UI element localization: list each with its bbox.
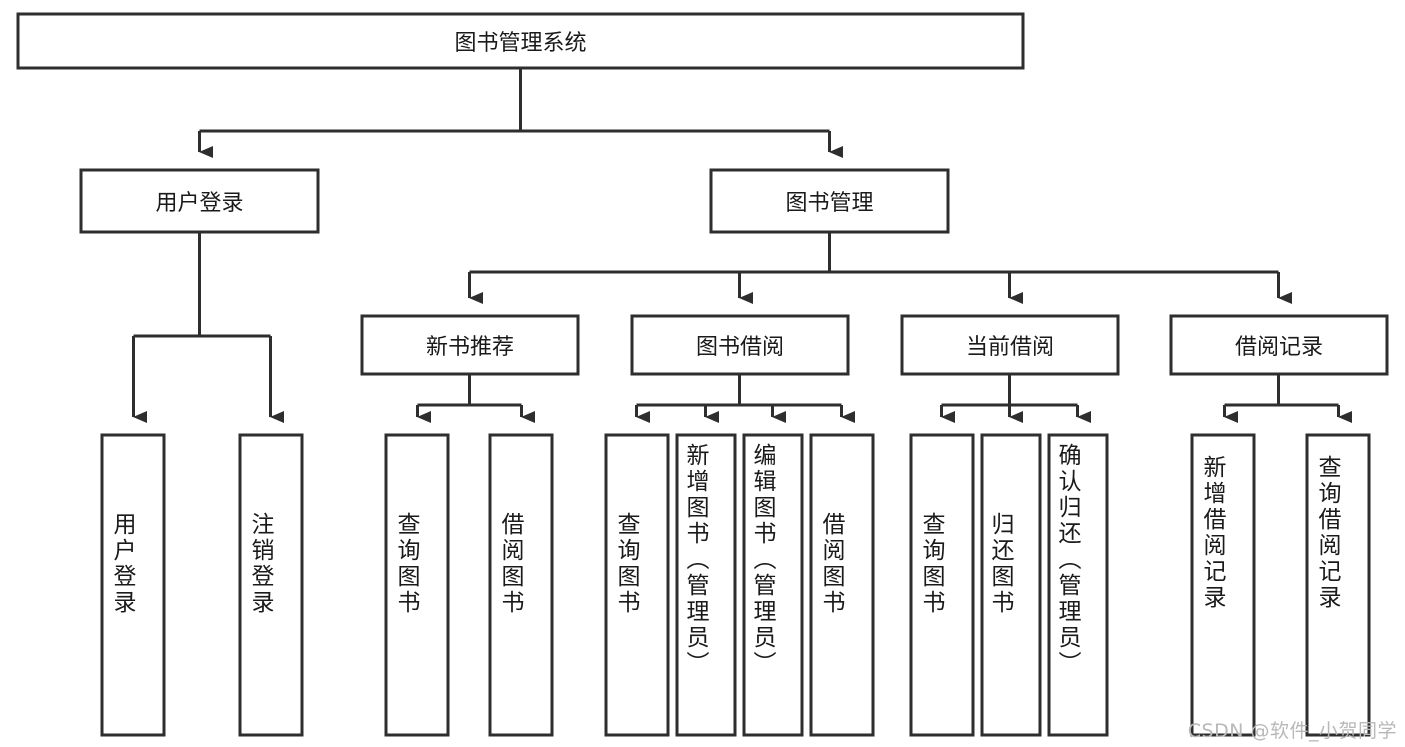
node-box-borrow-record[interactable] xyxy=(1169,314,1389,376)
node-box-leaf-add-book[interactable] xyxy=(675,433,737,737)
node-box-leaf-borrow-book-1[interactable] xyxy=(488,433,554,737)
node-box-layer xyxy=(16,12,1389,737)
node-box-leaf-user-login[interactable] xyxy=(100,433,166,737)
node-box-leaf-confirm-return[interactable] xyxy=(1047,433,1109,737)
node-box-leaf-borrow-book-2[interactable] xyxy=(809,433,875,737)
node-box-book-manage[interactable] xyxy=(709,168,950,234)
node-box-leaf-query-book-1[interactable] xyxy=(384,433,450,737)
node-box-book-borrow[interactable] xyxy=(630,314,850,376)
node-box-root[interactable] xyxy=(16,12,1025,70)
node-box-leaf-query-book-3[interactable] xyxy=(909,433,975,737)
node-box-leaf-add-record[interactable] xyxy=(1190,433,1256,737)
node-box-leaf-edit-book[interactable] xyxy=(742,433,804,737)
node-box-leaf-return-book[interactable] xyxy=(980,433,1042,737)
connector-layer xyxy=(132,68,1352,423)
node-box-leaf-query-record[interactable] xyxy=(1305,433,1371,737)
node-box-leaf-query-book-2[interactable] xyxy=(604,433,670,737)
node-box-current-borrow[interactable] xyxy=(900,314,1120,376)
node-box-leaf-user-logout[interactable] xyxy=(238,433,304,737)
node-box-user-login[interactable] xyxy=(79,168,320,234)
node-box-new-book-rec[interactable] xyxy=(360,314,580,376)
csdn-watermark: CSDN @软件_小贺同学 xyxy=(1187,720,1397,742)
